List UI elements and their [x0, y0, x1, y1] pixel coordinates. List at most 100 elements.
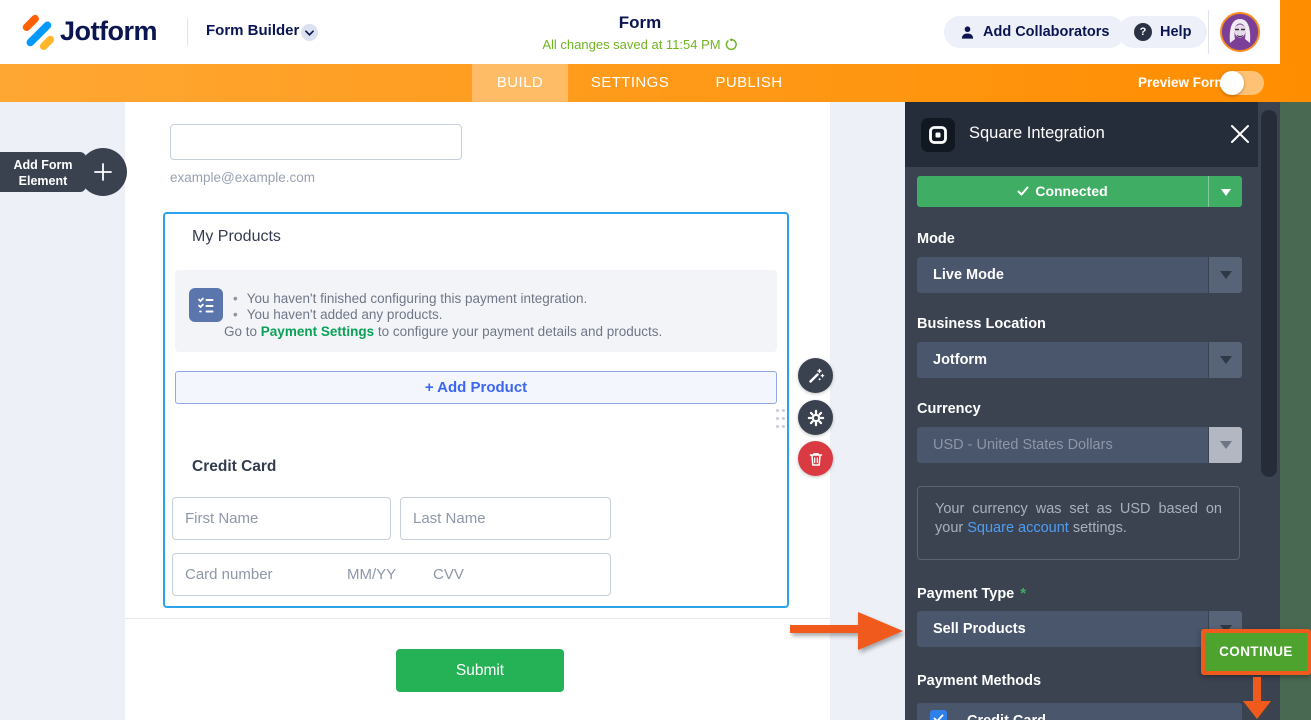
payment-settings-link[interactable]: Payment Settings	[260, 324, 375, 339]
payment-type-value: Sell Products	[933, 621, 1026, 637]
payment-type-label: Payment Type *	[917, 585, 1026, 602]
square-logo-icon	[921, 118, 955, 152]
payment-method-row[interactable]: Credit Card	[917, 703, 1242, 720]
payment-methods-label: Payment Methods	[917, 673, 1042, 689]
wizard-button[interactable]	[798, 358, 833, 393]
revision-history-icon[interactable]	[725, 38, 738, 51]
user-avatar[interactable]	[1220, 12, 1260, 52]
chevron-down-icon	[1220, 441, 1232, 449]
warning-item: You haven't finished configuring this pa…	[233, 291, 588, 306]
payment-settings-row: Go to Payment Settings to configure your…	[224, 324, 662, 339]
close-icon[interactable]	[1230, 124, 1250, 144]
gear-icon	[807, 409, 824, 426]
magic-wand-icon	[808, 368, 824, 383]
drag-handle[interactable]	[776, 409, 779, 412]
connected-dropdown-button[interactable]	[1208, 176, 1242, 207]
preview-form-toggle[interactable]	[1220, 71, 1264, 95]
save-status-text: All changes saved at 11:54 PM	[542, 37, 721, 52]
select-arrow-button[interactable]	[1208, 342, 1242, 378]
card-number-placeholder: Card number	[185, 566, 273, 583]
drag-handle[interactable]	[782, 409, 785, 412]
last-name-field[interactable]	[400, 497, 611, 540]
chevron-down-icon	[1220, 356, 1232, 364]
card-number-field[interactable]: Card number MM/YY CVV	[172, 553, 611, 596]
currency-note: Your currency was set as USD based on yo…	[917, 486, 1240, 560]
drag-handle[interactable]	[776, 425, 779, 428]
email-sublabel: example@example.com	[170, 170, 316, 185]
annotation-arrow-right	[790, 612, 903, 650]
jotform-logo-icon[interactable]	[18, 13, 56, 51]
currency-select: USD - United States Dollars	[917, 427, 1242, 463]
chevron-down-icon[interactable]	[301, 24, 318, 41]
currency-value: USD - United States Dollars	[933, 437, 1113, 453]
products-section-title: My Products	[192, 228, 281, 245]
header-divider	[187, 18, 188, 46]
header-divider	[1208, 10, 1209, 54]
preview-form-label: Preview Form	[1138, 75, 1227, 90]
question-mark-icon: ?	[1134, 23, 1152, 41]
add-form-element-label-1: Add Form	[13, 158, 73, 172]
tab-publish[interactable]: PUBLISH	[715, 74, 783, 91]
mode-value: Live Mode	[933, 267, 1004, 283]
connected-label: Connected	[1035, 183, 1108, 199]
delete-element-button[interactable]	[798, 441, 833, 476]
payment-type-label-text: Payment Type	[917, 586, 1015, 602]
tab-build[interactable]: BUILD	[472, 64, 568, 102]
currency-note-text: Your currency was set as USD based on yo…	[935, 501, 1222, 536]
tab-settings[interactable]: SETTINGS	[590, 74, 670, 91]
add-collaborators-button[interactable]: Add Collaborators	[944, 16, 1126, 48]
properties-button[interactable]	[798, 400, 833, 435]
business-location-select[interactable]: Jotform	[917, 342, 1242, 378]
payment-type-select[interactable]: Sell Products	[917, 611, 1242, 647]
credit-card-method-label: Credit Card	[967, 713, 1046, 720]
person-icon	[961, 25, 974, 39]
expiry-placeholder: MM/YY	[347, 566, 397, 583]
continue-button[interactable]: CONTINUE	[1201, 629, 1311, 675]
add-product-button[interactable]: + Add Product	[175, 371, 777, 404]
product-switcher[interactable]: Form Builder	[206, 22, 300, 39]
cvv-placeholder: CVV	[433, 566, 464, 583]
header-corner-accent	[1280, 0, 1311, 64]
app-header: Jotform Form Builder Form All changes sa…	[0, 0, 1311, 64]
warning-item: You haven't added any products.	[233, 307, 443, 322]
check-icon	[1017, 186, 1029, 196]
mode-select[interactable]: Live Mode	[917, 257, 1242, 293]
help-button[interactable]: ? Help	[1118, 16, 1208, 48]
check-icon	[933, 714, 944, 720]
form-section-divider	[125, 618, 830, 619]
mode-label: Mode	[917, 231, 955, 247]
form-title[interactable]: Form	[618, 13, 662, 32]
square-account-link[interactable]: Square account	[967, 520, 1069, 536]
panel-header	[905, 102, 1280, 167]
drag-handle[interactable]	[782, 425, 785, 428]
email-field[interactable]	[170, 124, 462, 160]
chevron-down-icon	[1221, 189, 1231, 196]
logo-wordmark[interactable]: Jotform	[60, 16, 158, 46]
configure-text: to configure your payment details and pr…	[377, 324, 663, 339]
drag-handle[interactable]	[776, 417, 779, 420]
canvas-left-gutter	[0, 102, 125, 720]
annotation-arrow-down	[1243, 677, 1271, 719]
panel-scrollbar-thumb[interactable]	[1261, 110, 1277, 477]
connected-button[interactable]: Connected	[917, 176, 1242, 207]
submit-button[interactable]: Submit	[396, 649, 564, 692]
add-form-element-button[interactable]: Add Form Element	[0, 152, 86, 192]
builder-navbar: BUILD SETTINGS PUBLISH Preview Form	[0, 64, 1311, 102]
business-location-label: Business Location	[917, 316, 1046, 332]
drag-handle[interactable]	[782, 417, 785, 420]
select-arrow-button	[1208, 427, 1242, 463]
add-form-element-label-2: Element	[18, 174, 68, 189]
toggle-knob	[1220, 71, 1244, 95]
currency-label: Currency	[917, 401, 981, 417]
credit-card-checkbox[interactable]	[930, 710, 947, 720]
add-form-element-plus-button[interactable]	[79, 148, 127, 196]
first-name-field[interactable]	[172, 497, 391, 540]
background-strip	[1280, 102, 1311, 720]
required-asterisk: *	[1020, 585, 1027, 602]
checklist-icon	[189, 288, 223, 322]
panel-title: Square Integration	[969, 124, 1105, 142]
select-arrow-button[interactable]	[1208, 257, 1242, 293]
currency-note-suffix: settings.	[1072, 520, 1127, 536]
help-label: Help	[1160, 24, 1192, 40]
